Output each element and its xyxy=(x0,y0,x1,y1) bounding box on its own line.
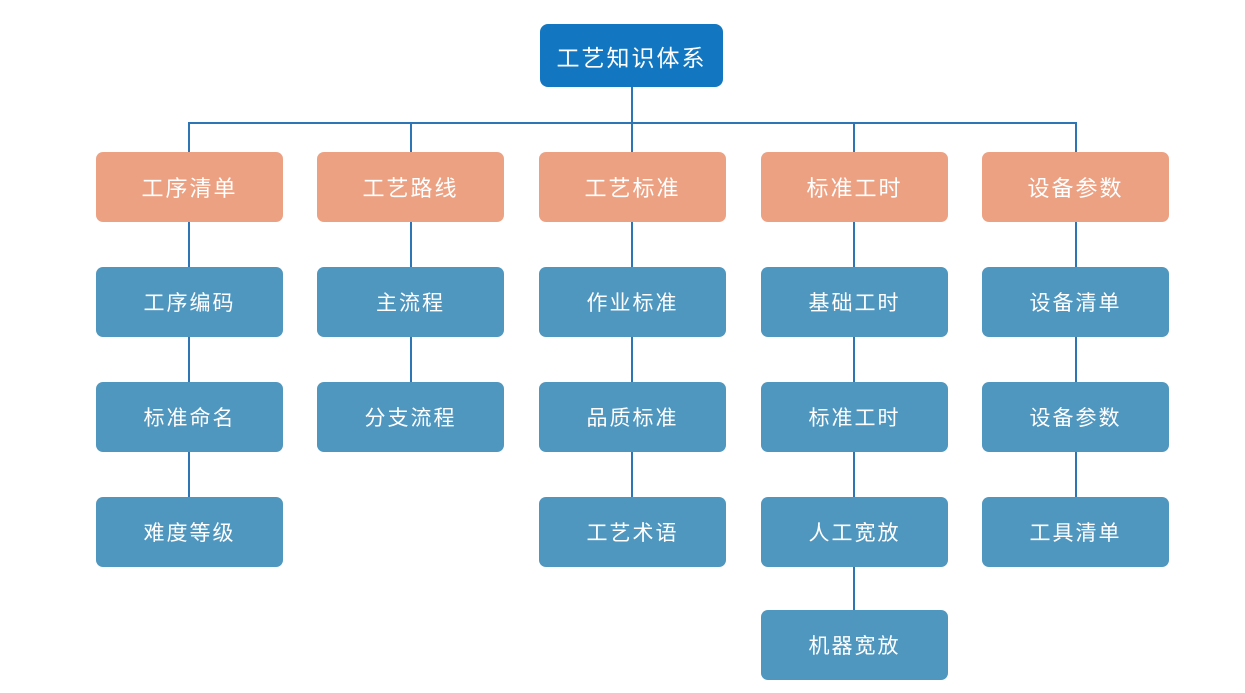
connector-col5-r1-r2 xyxy=(1075,222,1077,267)
category-node-2-label: 工艺路线 xyxy=(362,176,459,201)
connector-col2-r1-r2 xyxy=(410,222,412,267)
leaf-node-5-3[interactable]: 工具清单 xyxy=(982,497,1169,567)
category-node-2[interactable]: 工艺路线 xyxy=(317,152,504,222)
connector-col3-r1-r2 xyxy=(631,222,633,267)
leaf-node-3-3-label: 工艺术语 xyxy=(586,522,679,545)
category-node-1-label: 工序清单 xyxy=(141,176,238,201)
connector-root-stem xyxy=(631,87,633,152)
leaf-node-5-2[interactable]: 设备参数 xyxy=(982,382,1169,452)
leaf-node-4-2-label: 标准工时 xyxy=(808,407,901,430)
leaf-node-1-1[interactable]: 工序编码 xyxy=(96,267,283,337)
connector-col1-r2-r3 xyxy=(188,337,190,382)
leaf-node-2-1-label: 主流程 xyxy=(376,292,445,315)
root-node-label: 工艺知识体系 xyxy=(556,44,707,71)
leaf-node-1-1-label: 工序编码 xyxy=(143,292,236,315)
connector-bus-to-category-1 xyxy=(188,122,190,152)
leaf-node-3-3[interactable]: 工艺术语 xyxy=(539,497,726,567)
leaf-node-4-3-label: 人工宽放 xyxy=(808,522,901,545)
connector-col4-r2-r3 xyxy=(853,337,855,382)
category-node-5[interactable]: 设备参数 xyxy=(982,152,1169,222)
connector-col4-r1-r2 xyxy=(853,222,855,267)
category-node-4[interactable]: 标准工时 xyxy=(761,152,948,222)
leaf-node-4-1-label: 基础工时 xyxy=(808,292,901,315)
root-node[interactable]: 工艺知识体系 xyxy=(540,24,723,87)
leaf-node-3-1[interactable]: 作业标准 xyxy=(539,267,726,337)
connector-bus-to-category-4 xyxy=(853,122,855,152)
leaf-node-1-2[interactable]: 标准命名 xyxy=(96,382,283,452)
leaf-node-4-4-label: 机器宽放 xyxy=(808,635,901,658)
leaf-node-4-4[interactable]: 机器宽放 xyxy=(761,610,948,680)
leaf-node-5-1-label: 设备清单 xyxy=(1029,292,1122,315)
leaf-node-3-2-label: 品质标准 xyxy=(586,407,679,430)
leaf-node-2-2[interactable]: 分支流程 xyxy=(317,382,504,452)
connector-col2-r2-r3 xyxy=(410,337,412,382)
connector-horizontal-bus xyxy=(189,122,1077,124)
leaf-node-2-2-label: 分支流程 xyxy=(364,407,457,430)
category-node-3[interactable]: 工艺标准 xyxy=(539,152,726,222)
leaf-node-5-2-label: 设备参数 xyxy=(1029,407,1122,430)
connector-col1-r3-r4 xyxy=(188,452,190,497)
connector-bus-to-category-5 xyxy=(1075,122,1077,152)
connector-col4-r4-r5 xyxy=(853,567,855,610)
connector-col1-r1-r2 xyxy=(188,222,190,267)
category-node-3-label: 工艺标准 xyxy=(584,176,681,201)
leaf-node-1-3-label: 难度等级 xyxy=(143,522,236,545)
category-node-5-label: 设备参数 xyxy=(1027,176,1124,201)
connector-bus-to-category-2 xyxy=(410,122,412,152)
connector-col3-r2-r3 xyxy=(631,337,633,382)
connector-col5-r2-r3 xyxy=(1075,337,1077,382)
connector-col4-r3-r4 xyxy=(853,452,855,497)
connector-col5-r3-r4 xyxy=(1075,452,1077,497)
leaf-node-4-3[interactable]: 人工宽放 xyxy=(761,497,948,567)
leaf-node-4-1[interactable]: 基础工时 xyxy=(761,267,948,337)
leaf-node-4-2[interactable]: 标准工时 xyxy=(761,382,948,452)
leaf-node-1-2-label: 标准命名 xyxy=(143,407,236,430)
leaf-node-5-3-label: 工具清单 xyxy=(1029,522,1122,545)
leaf-node-3-2[interactable]: 品质标准 xyxy=(539,382,726,452)
connector-bus-to-category-3 xyxy=(631,122,633,152)
connector-col3-r3-r4 xyxy=(631,452,633,497)
leaf-node-5-1[interactable]: 设备清单 xyxy=(982,267,1169,337)
leaf-node-3-1-label: 作业标准 xyxy=(586,292,679,315)
leaf-node-2-1[interactable]: 主流程 xyxy=(317,267,504,337)
leaf-node-1-3[interactable]: 难度等级 xyxy=(96,497,283,567)
category-node-1[interactable]: 工序清单 xyxy=(96,152,283,222)
category-node-4-label: 标准工时 xyxy=(806,176,903,201)
